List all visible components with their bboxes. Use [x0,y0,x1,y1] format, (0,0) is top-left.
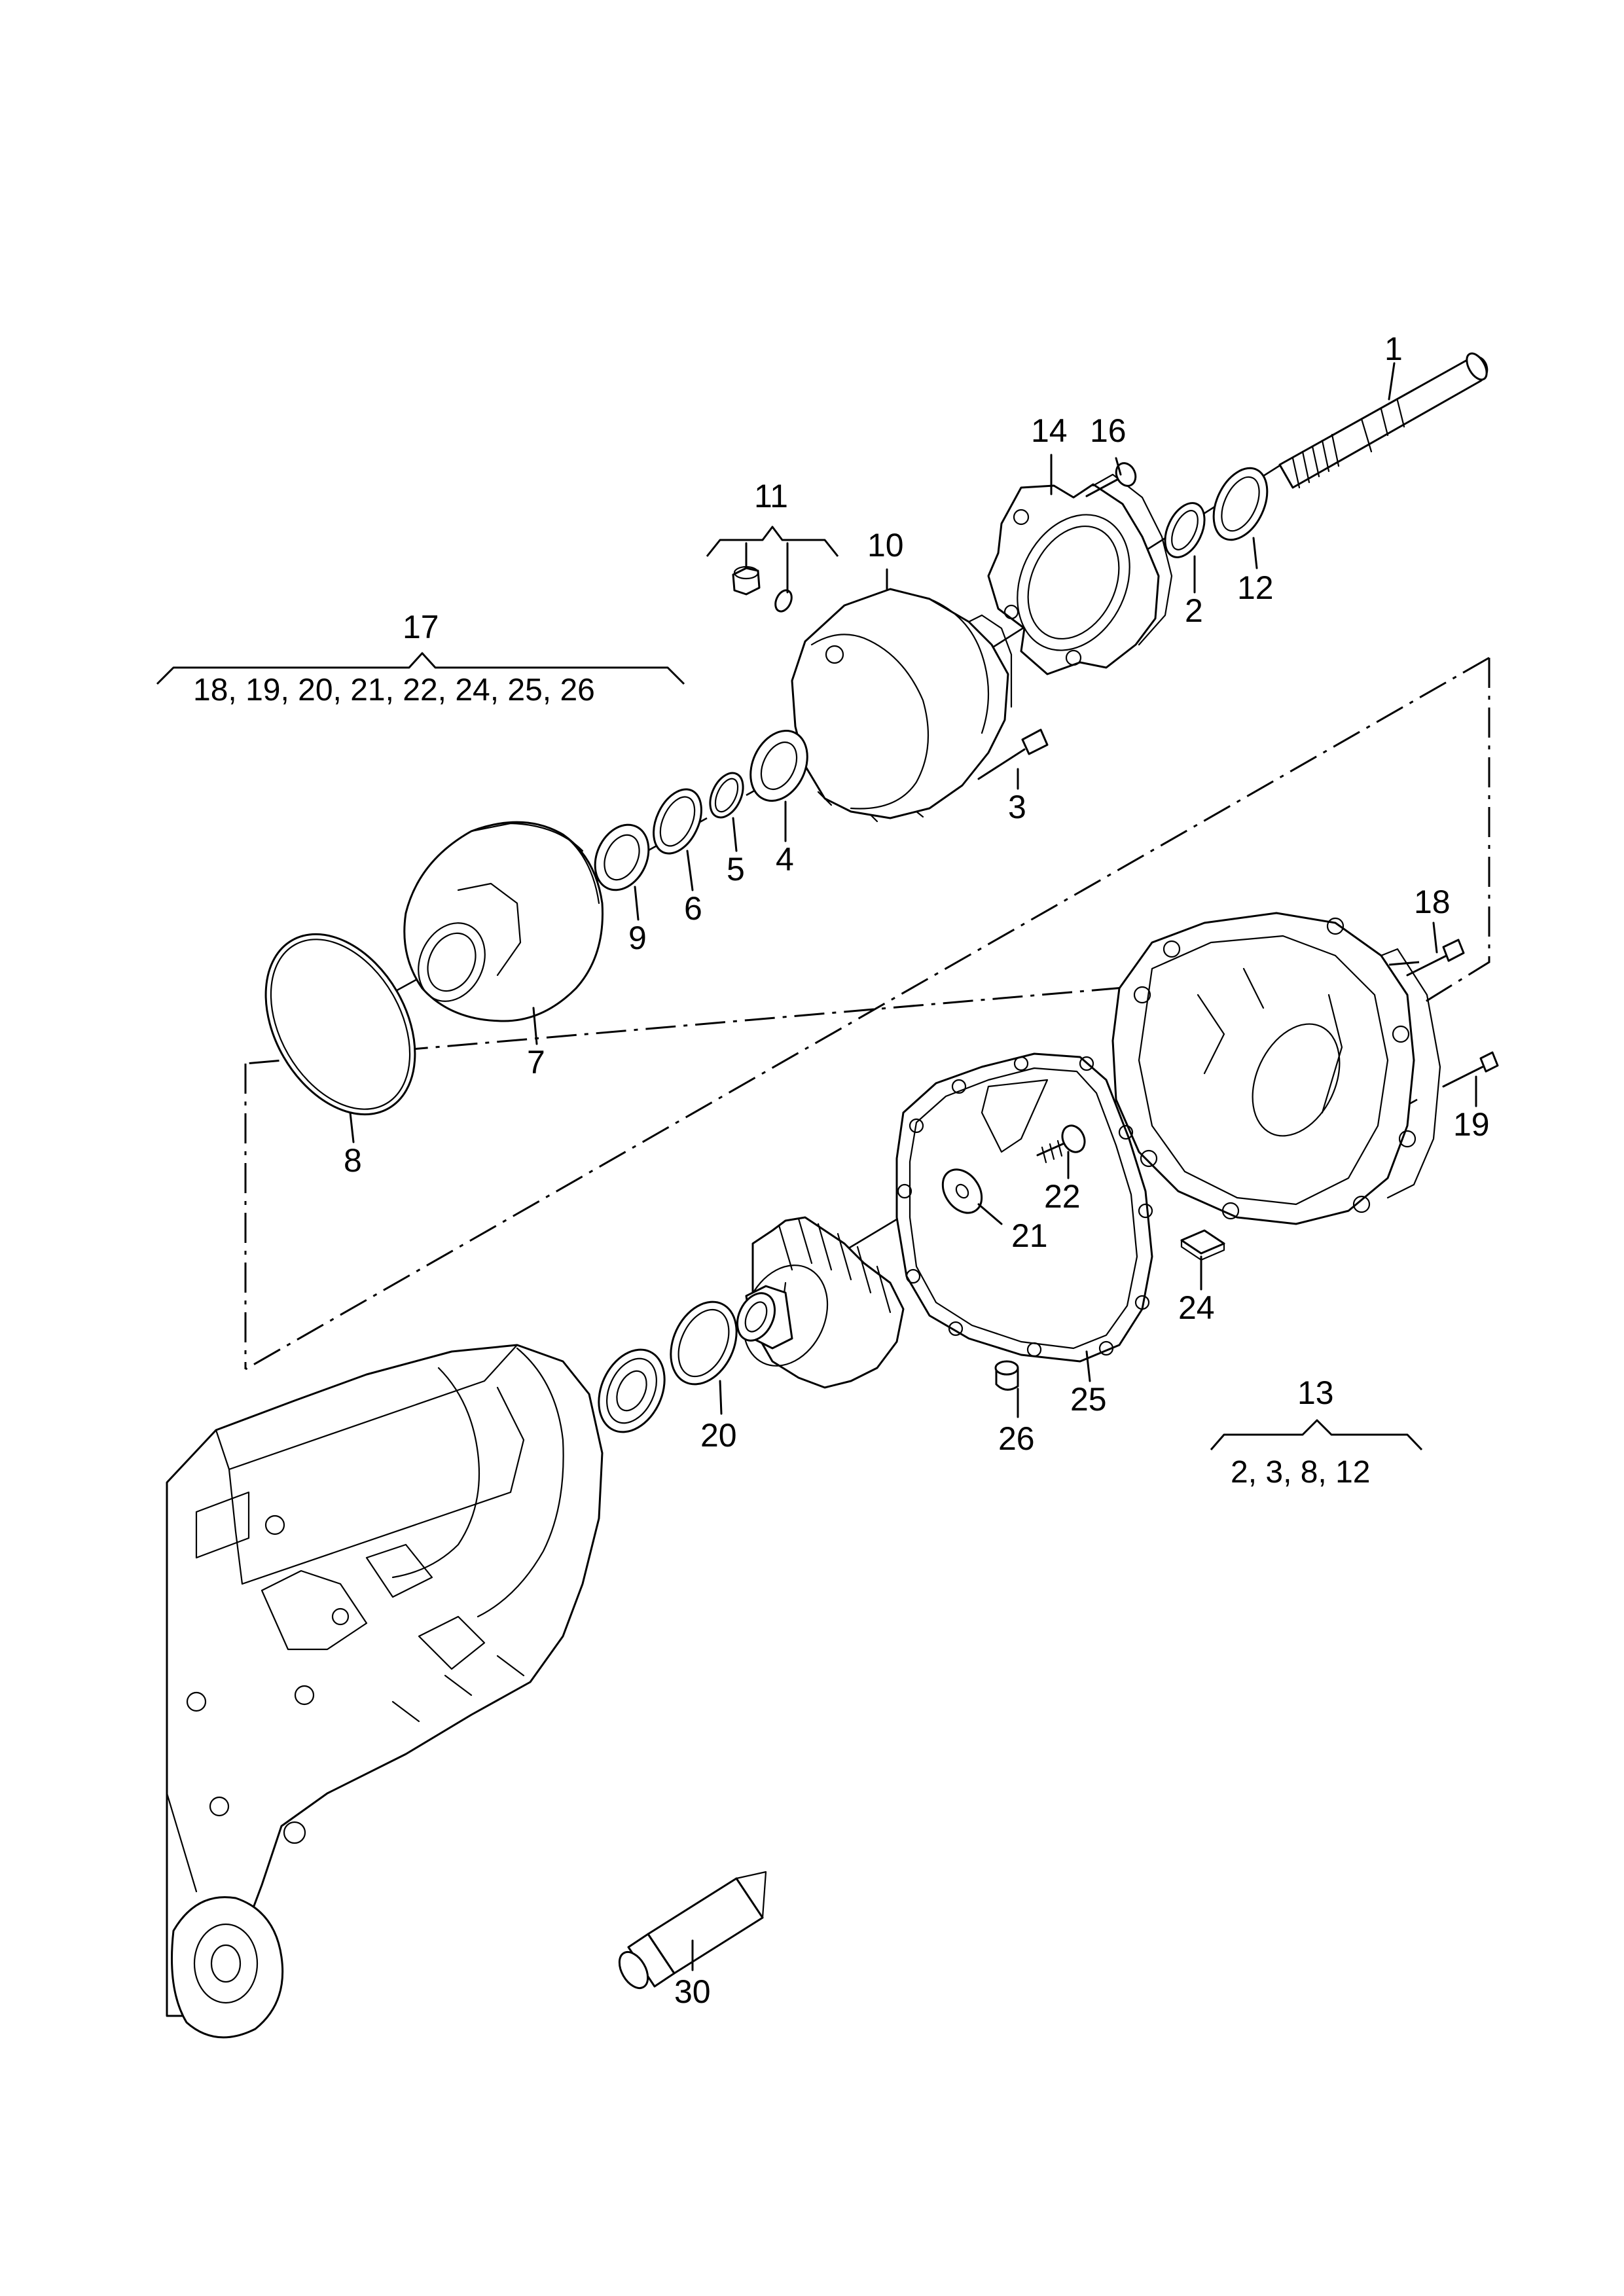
shaft-seal-part-9 [594,823,650,891]
dowel-sleeve-part-26 [994,1360,1019,1391]
seal-ring-part-12 [1212,467,1269,541]
callout-16: 16 [1090,412,1127,449]
group-13-members: 2, 3, 8, 12 [1231,1455,1371,1490]
circlip-part-6 [653,788,702,855]
bearing-flange-part-14 [987,473,1173,675]
callout-3: 3 [1008,789,1026,825]
callout-6: 6 [684,890,702,927]
callout-26: 26 [998,1420,1035,1457]
callout-13: 13 [1297,1374,1334,1411]
group-17-members: 18, 19, 20, 21, 22, 24, 25, 26 [193,673,595,708]
callout-5: 5 [727,851,745,888]
callout-18: 18 [1414,884,1451,920]
washer-part-21 [941,1168,983,1214]
callout-8: 8 [344,1142,362,1179]
o-ring-part-8 [264,933,416,1116]
group-brace-13 [1210,1419,1423,1451]
callout-4: 4 [776,841,794,878]
cover-gasket-part-25 [895,1052,1153,1363]
callout-30: 30 [674,1973,711,2010]
callout-9: 9 [628,920,647,956]
callout-24: 24 [1178,1289,1215,1326]
callout-1: 1 [1384,331,1403,367]
callout-7: 7 [527,1044,545,1081]
bolt-part-22 [1036,1124,1086,1164]
callout-19: 19 [1453,1106,1490,1143]
callout-labels: 1 2 3 4 5 6 7 8 9 10 11 12 13 14 16 17 1… [344,331,1490,2010]
assembly-path-dash-dot [244,656,1490,1371]
callout-21: 21 [1011,1217,1048,1254]
clutch-drum-part-7 [403,821,604,1022]
transfer-case-housing [1111,912,1441,1225]
automatic-gearbox-housing [166,1344,604,2039]
callout-11: 11 [754,478,788,514]
callout-25: 25 [1070,1381,1107,1418]
plug-screw-part-11a [732,565,761,596]
group-brace-17 [156,652,685,685]
bolt-part-16 [1085,462,1137,497]
bearing-part-4 [749,730,808,802]
seal-ring-part-2 [1164,502,1206,558]
group-brace-11 [706,526,839,594]
bolt-part-3 [977,728,1049,780]
callout-12: 12 [1237,569,1274,606]
callout-14: 14 [1031,412,1068,449]
callout-10: 10 [867,527,904,564]
o-ring-part-11b [774,589,793,613]
callout-22: 22 [1044,1178,1081,1215]
output-shaft-part-1 [1278,352,1489,489]
snap-ring-part-5 [709,772,744,819]
tapered-bearing [598,1348,666,1433]
shim-ring-part-20 [670,1300,738,1386]
sealant-tube-part-30 [618,1871,767,1989]
drive-gear [736,1216,905,1389]
bolt-part-19 [1442,1051,1499,1088]
callout-20: 20 [700,1417,737,1454]
bolt-part-18 [1406,939,1465,977]
callout-2: 2 [1185,592,1203,629]
leader-lines [349,362,1477,1971]
spacer-block-part-24 [1180,1229,1225,1261]
callout-17: 17 [403,609,439,645]
group-member-lists: 18, 19, 20, 21, 22, 24, 25, 26 2, 3, 8, … [193,673,1371,1490]
transfer-housing-part-10 [791,588,1013,823]
